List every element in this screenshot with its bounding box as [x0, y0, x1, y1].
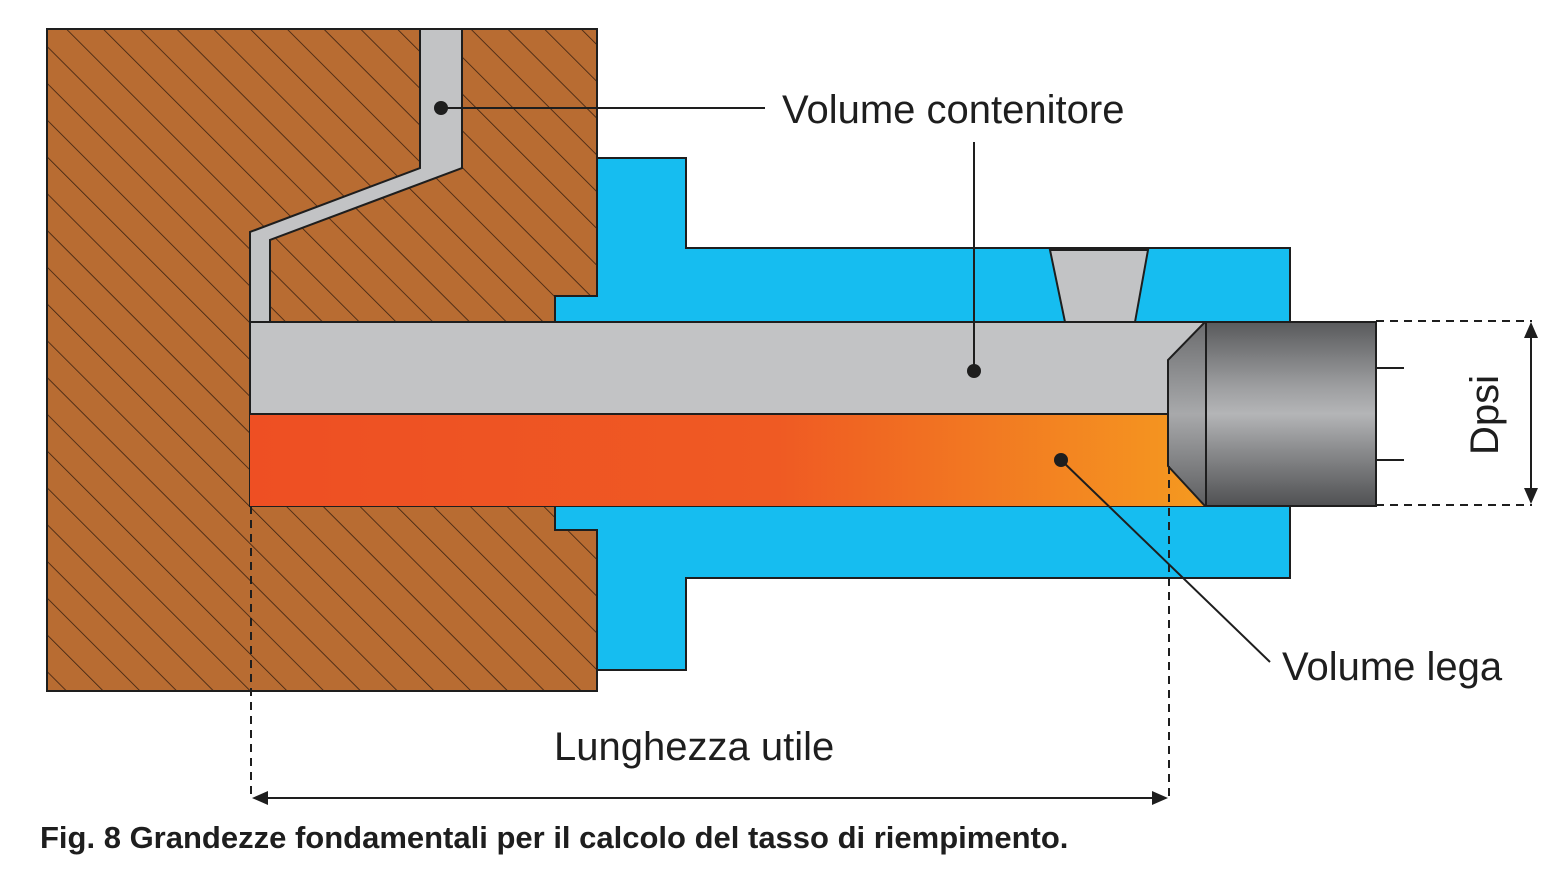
diameter-arrow-bottom [1524, 488, 1538, 504]
leader-dot-container [967, 364, 981, 378]
figure-caption: Fig. 8 Grandezze fondamentali per il cal… [40, 820, 1069, 855]
shot-sleeve-lower [554, 505, 1291, 671]
container-empty-volume [249, 321, 1209, 415]
label-alloy-volume: Volume lega [1282, 645, 1503, 689]
length-arrow-right [1152, 791, 1168, 805]
length-arrow-left [252, 791, 268, 805]
leader-dot-alloy [1054, 453, 1068, 467]
label-container-volume: Volume contenitore [782, 88, 1124, 132]
leader-dot-runner [434, 101, 448, 115]
shot-sleeve-upper [554, 157, 1291, 323]
pouring-hole [1048, 249, 1150, 323]
leader-alloy [1060, 459, 1271, 663]
label-diameter: Dpsi [1463, 375, 1507, 455]
diameter-arrow-top [1524, 322, 1538, 338]
plunger-rod [1205, 321, 1377, 507]
label-useful-length: Lunghezza utile [554, 725, 834, 769]
alloy-volume [250, 414, 1208, 506]
